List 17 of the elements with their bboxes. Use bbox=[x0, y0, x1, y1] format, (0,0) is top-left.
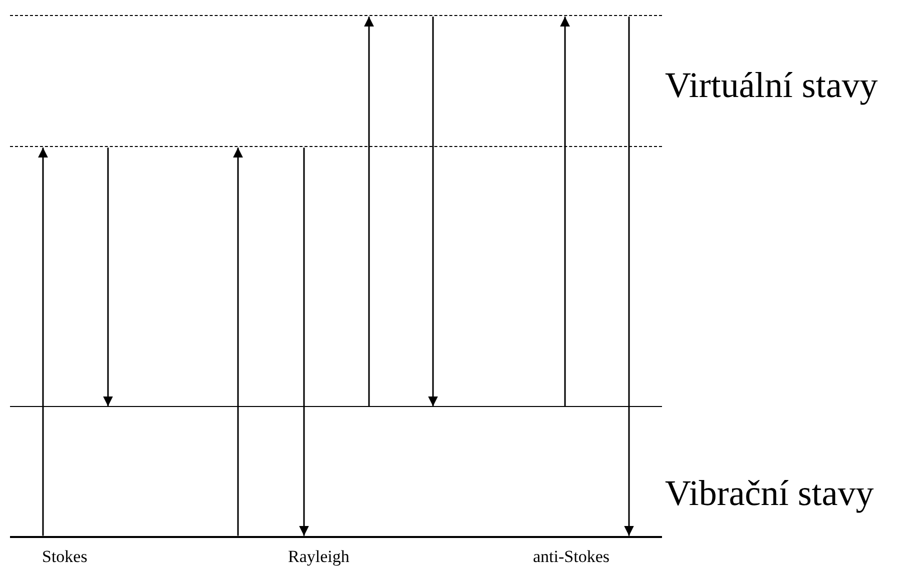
transition-arrow bbox=[299, 148, 309, 536]
scattering-label: Stokes bbox=[42, 548, 88, 567]
transition-arrow bbox=[364, 16, 374, 406]
state-label: Virtuální stavy bbox=[665, 66, 878, 106]
state-label: Vibrační stavy bbox=[665, 474, 874, 514]
virtual-level-line bbox=[10, 15, 662, 16]
scattering-label: anti-Stokes bbox=[533, 548, 610, 567]
transition-arrow bbox=[560, 16, 570, 406]
transition-arrow bbox=[233, 148, 243, 536]
transition-arrow bbox=[103, 148, 113, 406]
scattering-label: Rayleigh bbox=[288, 548, 350, 567]
transition-arrow bbox=[624, 16, 634, 536]
transition-arrow bbox=[38, 148, 48, 536]
virtual-level-line bbox=[10, 146, 662, 148]
transition-arrow bbox=[428, 16, 438, 406]
vibrational-level-line bbox=[10, 536, 662, 538]
vibrational-level-line bbox=[10, 406, 662, 408]
